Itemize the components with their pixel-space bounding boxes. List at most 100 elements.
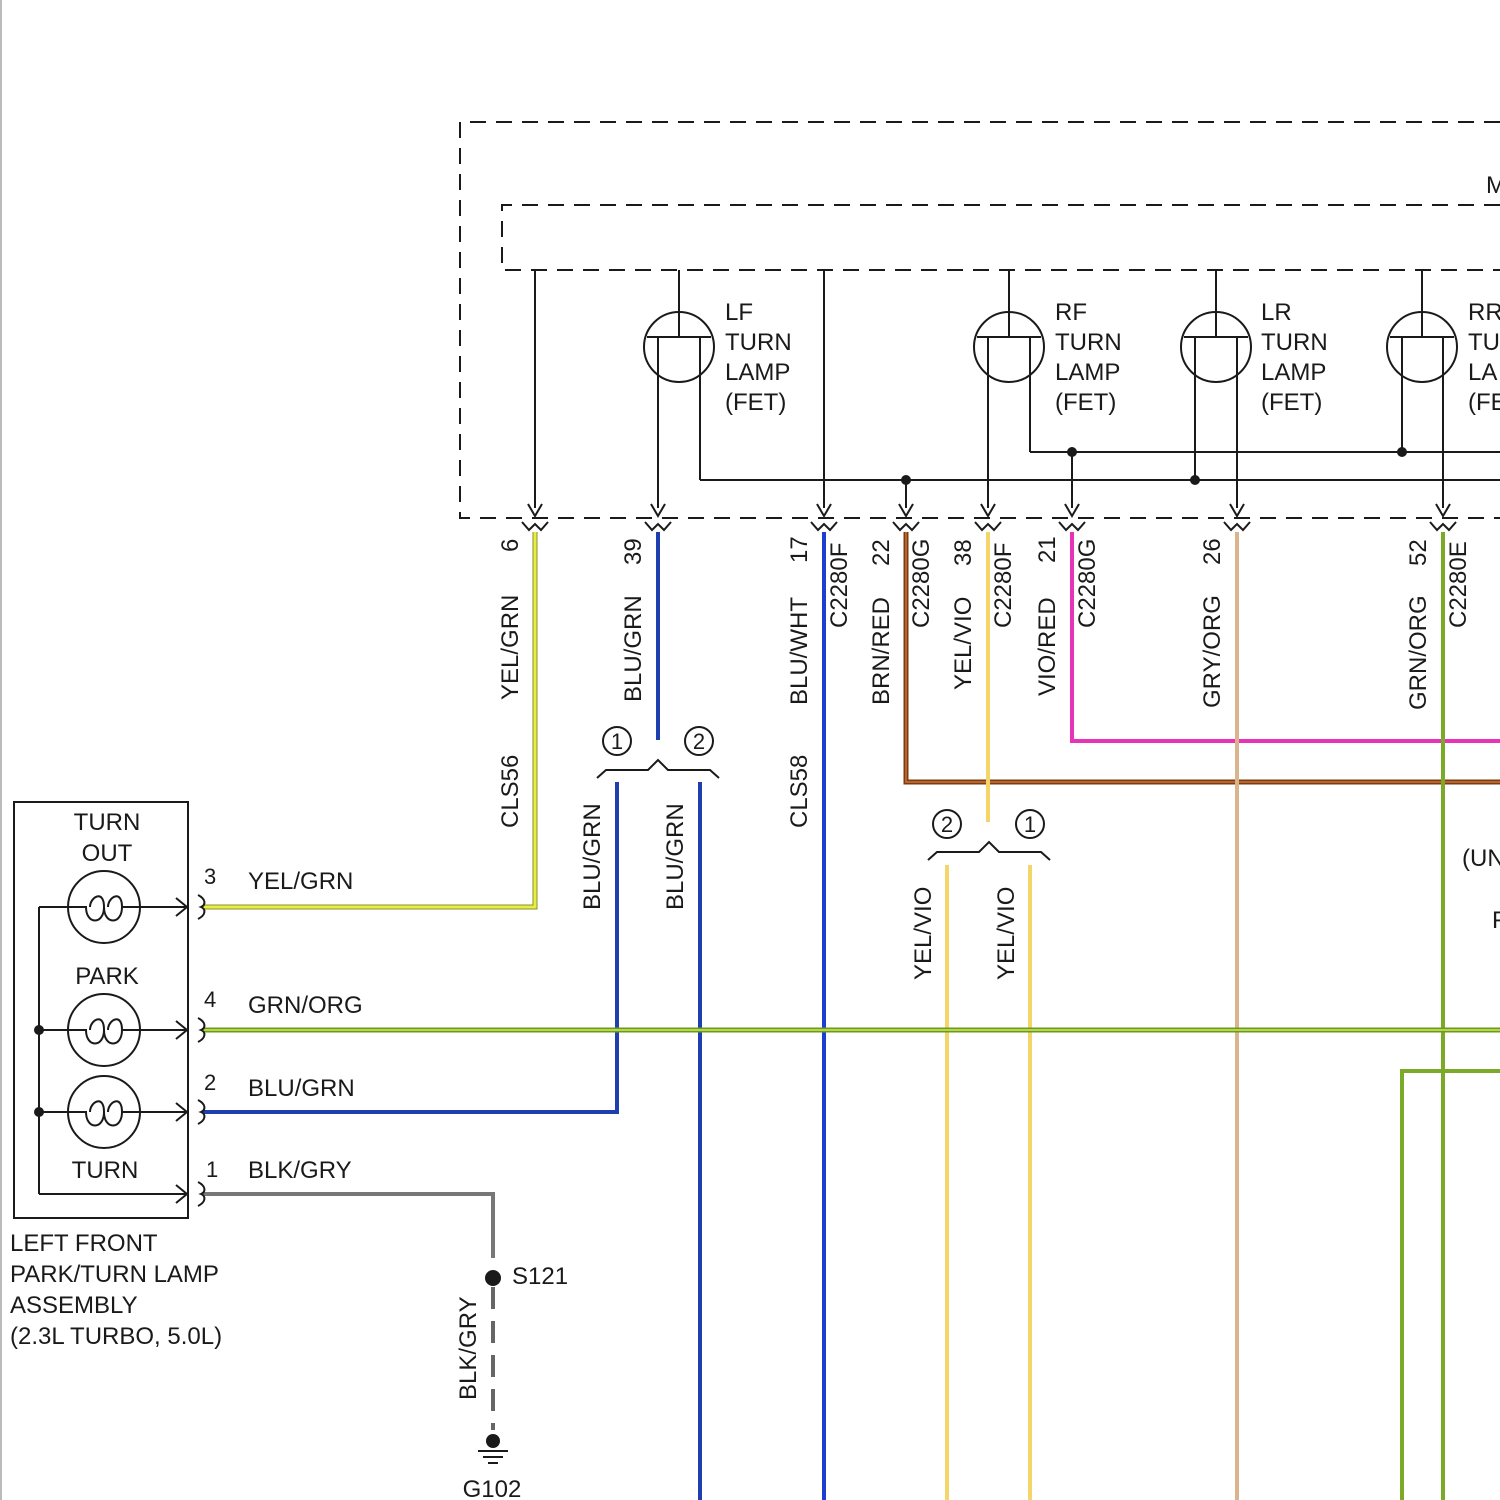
pin-connector-icon bbox=[1430, 522, 1456, 530]
connector-id: C2280G bbox=[908, 539, 935, 628]
pin-connector-icon bbox=[975, 522, 1001, 530]
wire-color-label: BLU/WHT bbox=[786, 597, 813, 705]
fet-label-line: RF bbox=[1055, 299, 1087, 326]
connector-id: C2280G bbox=[1074, 539, 1101, 628]
module-internal-wiring bbox=[528, 270, 1500, 516]
wires bbox=[203, 532, 1500, 1500]
fet-label-line: LAMP bbox=[1261, 359, 1326, 386]
split-number: 2 bbox=[693, 729, 705, 754]
wire-color-label: BLU/GRN bbox=[662, 803, 689, 910]
connector-id: C2280F bbox=[990, 543, 1017, 628]
module-inner-boundary bbox=[502, 205, 1500, 270]
pin-connector-icon bbox=[522, 522, 548, 530]
wire-color-label: BLU/GRN bbox=[620, 595, 647, 702]
fet-label-line: TURN bbox=[1055, 329, 1122, 356]
split-number: 1 bbox=[1024, 812, 1036, 837]
split-bracket-icon bbox=[597, 760, 719, 778]
edge-text-fragment: F bbox=[1492, 907, 1500, 934]
wire-color-label: YEL/VIO bbox=[910, 887, 937, 980]
pin-connector-icon bbox=[811, 522, 837, 530]
wire-color-label: GRY/ORG bbox=[1199, 595, 1226, 708]
assembly-wire-label: YEL/GRN bbox=[248, 868, 353, 895]
pin-connector-icon bbox=[645, 522, 671, 530]
assembly-name-line: (2.3L TURBO, 5.0L) bbox=[10, 1323, 222, 1350]
pin-number: 39 bbox=[620, 538, 647, 565]
fet-label-line: TU bbox=[1468, 329, 1500, 356]
wire-color-label: BLU/GRN bbox=[579, 803, 606, 910]
assembly-name-line: PARK/TURN LAMP bbox=[10, 1261, 219, 1288]
fet-label-line: LAMP bbox=[1055, 359, 1120, 386]
pin-number: 17 bbox=[786, 536, 813, 563]
wire-color-label: VIO/RED bbox=[1034, 597, 1061, 696]
assembly-pin-number: 2 bbox=[204, 1070, 216, 1095]
junction-dot bbox=[901, 475, 911, 485]
fet-label-line: (FET) bbox=[725, 389, 786, 416]
assembly-pin-number: 3 bbox=[204, 864, 216, 889]
ground-dot-icon bbox=[486, 1434, 500, 1448]
wire-color-label: YEL/VIO bbox=[993, 887, 1020, 980]
fet-label-line: TURN bbox=[725, 329, 792, 356]
assembly-wire-label: GRN/ORG bbox=[248, 992, 363, 1019]
wire-yel-grn-shadow bbox=[203, 532, 535, 907]
assembly-wire-label: BLK/GRY bbox=[248, 1157, 352, 1184]
pin-number: 38 bbox=[950, 539, 977, 566]
fet-label-line: LR bbox=[1261, 299, 1292, 326]
assembly-wire-label: BLU/GRN bbox=[248, 1075, 355, 1102]
wire-blk-gry bbox=[203, 1194, 493, 1258]
module-connector-pins bbox=[522, 522, 1456, 530]
split-number: 2 bbox=[941, 812, 953, 837]
pin-connector-icon bbox=[1059, 522, 1085, 530]
fet-label-line: LF bbox=[725, 299, 753, 326]
fet-label-line: LAMP bbox=[725, 359, 790, 386]
bulb-label: TURN bbox=[74, 809, 141, 836]
splice-label: S121 bbox=[512, 1263, 568, 1290]
bulb-label: TURN bbox=[72, 1157, 139, 1184]
wire-color-label: GRN/ORG bbox=[1405, 595, 1432, 710]
module-name-fragment: M bbox=[1486, 172, 1500, 199]
junction-dot bbox=[1067, 447, 1077, 457]
bulb-label: PARK bbox=[75, 963, 139, 990]
module-outer-boundary bbox=[460, 122, 1500, 518]
ground-symbol-icon bbox=[478, 1451, 508, 1463]
fet-label-line: RR bbox=[1468, 299, 1500, 326]
wire-grn-org-lower bbox=[1402, 1071, 1500, 1500]
pin-number: 52 bbox=[1405, 539, 1432, 566]
splice-dot-icon bbox=[485, 1270, 501, 1286]
wire-blu-grn-branch-1 bbox=[203, 782, 617, 1112]
inline-connector-label: CLS56 bbox=[497, 755, 524, 828]
ground-label: G102 bbox=[463, 1476, 522, 1500]
module-body-control: M bbox=[460, 122, 1500, 518]
pin-number: 26 bbox=[1199, 538, 1226, 565]
fet-label-line: TURN bbox=[1261, 329, 1328, 356]
assembly-name-line: ASSEMBLY bbox=[10, 1292, 138, 1319]
ground-circuit: S121 BLK/GRY G102 bbox=[455, 1263, 568, 1500]
split-number: 1 bbox=[611, 729, 623, 754]
assembly-pin-number: 4 bbox=[204, 987, 216, 1012]
pin-number: 6 bbox=[497, 539, 524, 552]
fet-label-line: (FET) bbox=[1261, 389, 1322, 416]
split-bracket-icon bbox=[928, 842, 1050, 860]
pin-number: 21 bbox=[1034, 536, 1061, 563]
lamp-assembly: TURN OUT PARK TURN 3 YEL/GRN bbox=[10, 802, 363, 1350]
pin-labels: 6 YEL/GRN CLS56 39 BLU/GRN 17 BLU/WHT C2… bbox=[497, 536, 1472, 980]
fet-label-line: (FE bbox=[1468, 389, 1500, 416]
wire-color-label: BLK/GRY bbox=[455, 1296, 482, 1400]
pin-connector-icon bbox=[893, 522, 919, 530]
fet-label-line: LA bbox=[1468, 359, 1497, 386]
assembly-pin-number: 1 bbox=[206, 1157, 218, 1182]
edge-text-fragment: (UN bbox=[1462, 845, 1500, 872]
pin-connector-icon bbox=[1224, 522, 1250, 530]
connector-id: C2280F bbox=[826, 543, 853, 628]
inline-connector-label: CLS58 bbox=[786, 755, 813, 828]
wire-color-label: YEL/VIO bbox=[950, 597, 977, 690]
wire-color-label: YEL/GRN bbox=[497, 595, 524, 700]
wire-color-label: BRN/RED bbox=[868, 597, 895, 705]
pin-number: 22 bbox=[868, 539, 895, 566]
fet-label-line: (FET) bbox=[1055, 389, 1116, 416]
assembly-name-line: LEFT FRONT bbox=[10, 1230, 158, 1257]
wire-yel-grn bbox=[203, 532, 535, 907]
bulb-label: OUT bbox=[82, 840, 133, 867]
wire-vio-red bbox=[1072, 532, 1500, 741]
connector-id: C2280E bbox=[1445, 541, 1472, 628]
